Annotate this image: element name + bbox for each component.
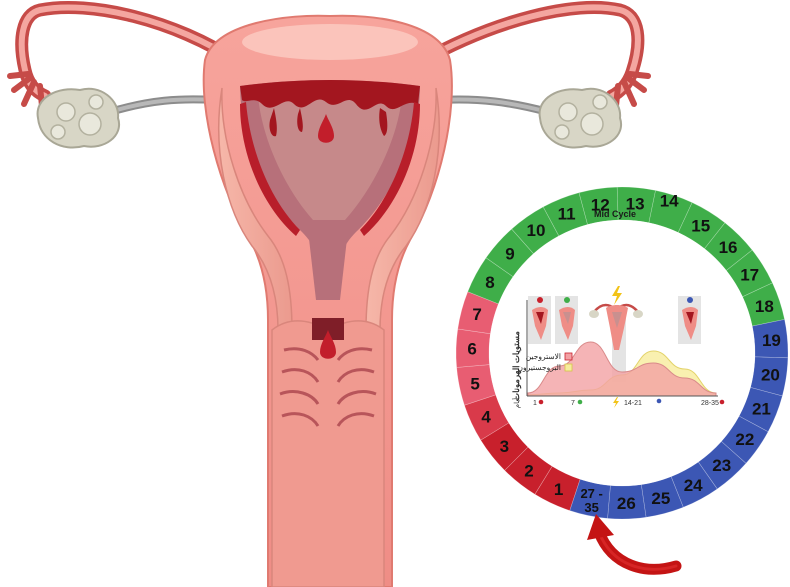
red-dot-icon (537, 297, 543, 303)
legend-swatch-estrogen (565, 353, 572, 360)
cycle-day-label-3: 3 (500, 437, 509, 456)
legend-swatch-progesterone (565, 364, 572, 371)
x-tick-14-21: 14-21 (624, 400, 642, 407)
phase-panel-4 (678, 296, 701, 344)
tick-dot-red (539, 400, 544, 405)
cycle-day-label-1: 1 (554, 480, 563, 499)
cycle-day-label-23: 23 (712, 456, 731, 475)
blue-dot-icon (687, 297, 693, 303)
phase-panel-2 (555, 296, 578, 344)
cycle-day-label-24: 24 (684, 476, 703, 495)
legend-label-estrogen: الاستروجين (526, 352, 561, 361)
legend-label-progesterone: البروجستيرون (517, 363, 561, 372)
x-tick-1: 1 (533, 400, 537, 407)
phase-panel-1 (528, 296, 551, 344)
cycle-day-label-6: 6 (467, 340, 476, 359)
red-arrow (587, 514, 676, 569)
cycle-day-label-14: 14 (660, 192, 679, 211)
cycle-day-label-8: 8 (485, 273, 494, 292)
cycle-day-label-15: 15 (691, 216, 710, 235)
cycle-day-label-4: 4 (481, 407, 491, 426)
cycle-day-label-22: 22 (735, 430, 754, 449)
right-ovary (540, 89, 622, 148)
cycle-day-label-25: 25 (651, 489, 670, 508)
left-ovary (38, 89, 120, 148)
cervix (272, 321, 384, 587)
green-dot-icon (564, 297, 570, 303)
cycle-day-label-18: 18 (755, 297, 774, 316)
tick-dot-red-end (720, 400, 725, 405)
x-tick-28-35: 28-35 (701, 400, 719, 407)
cycle-day-label-7: 7 (472, 305, 481, 324)
cycle-day-label-16: 16 (719, 238, 738, 257)
cycle-day-label-9: 9 (505, 244, 514, 263)
fundus-highlight (242, 24, 418, 60)
cycle-day-label-2: 2 (524, 462, 533, 481)
cycle-day-label-11: 11 (558, 205, 576, 224)
cycle-day-label-5: 5 (470, 374, 479, 393)
tick-dot-blue (657, 399, 662, 404)
cycle-day-label-17: 17 (740, 265, 759, 284)
cycle-day-label-21: 21 (752, 399, 771, 418)
mid-cycle-label: Mid Cycle (594, 209, 636, 219)
cycle-day-label-20: 20 (761, 366, 780, 385)
x-tick-7: 7 (571, 400, 575, 407)
cycle-day-label-19: 19 (762, 331, 781, 350)
cycle-day-label-10: 10 (527, 221, 546, 240)
tick-dot-green (578, 400, 583, 405)
cycle-day-label-26: 26 (617, 494, 636, 513)
